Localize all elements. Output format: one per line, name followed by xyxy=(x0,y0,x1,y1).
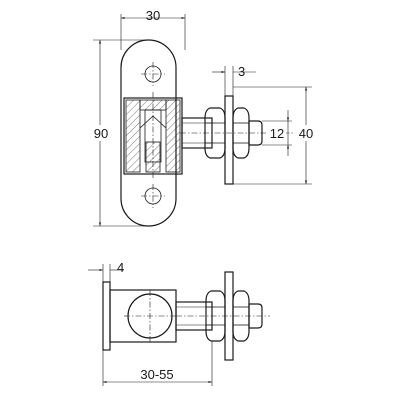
knuckle-body-side xyxy=(109,289,177,343)
upper-screw-hole xyxy=(141,62,165,86)
dimension-length-range: 30-55 xyxy=(102,341,213,386)
dimension-washer-height: 40 xyxy=(233,86,318,185)
dimension-thread-diameter: 12 xyxy=(262,110,292,156)
dim-label-thread-diameter: 12 xyxy=(270,126,284,141)
dimension-washer-thickness: 3 xyxy=(212,64,256,96)
dim-label-plate-width: 30 xyxy=(146,8,160,23)
dim-label-length-range: 30-55 xyxy=(140,367,173,382)
dim-label-plate-thickness: 4 xyxy=(117,260,124,275)
wall-plate-side xyxy=(102,281,111,351)
dim-label-washer-thickness: 3 xyxy=(238,64,245,79)
hex-nut-outer-side xyxy=(232,290,250,342)
bolt-tip-side xyxy=(248,303,263,329)
top-view: 30 90 3 12 xyxy=(90,8,318,227)
dim-label-plate-height: 90 xyxy=(94,126,108,141)
bolt-tip xyxy=(248,120,263,146)
dim-label-washer-height: 40 xyxy=(299,126,313,141)
hinge-knuckle-section xyxy=(123,92,183,178)
washer-top xyxy=(224,95,234,185)
side-view: 4 30-55 xyxy=(88,260,270,386)
dimension-plate-width: 30 xyxy=(120,8,186,50)
hex-nut-outer xyxy=(232,107,250,159)
dimension-plate-height: 90 xyxy=(90,39,148,227)
lower-screw-hole xyxy=(141,184,165,208)
dimension-plate-thickness: 4 xyxy=(88,260,124,282)
